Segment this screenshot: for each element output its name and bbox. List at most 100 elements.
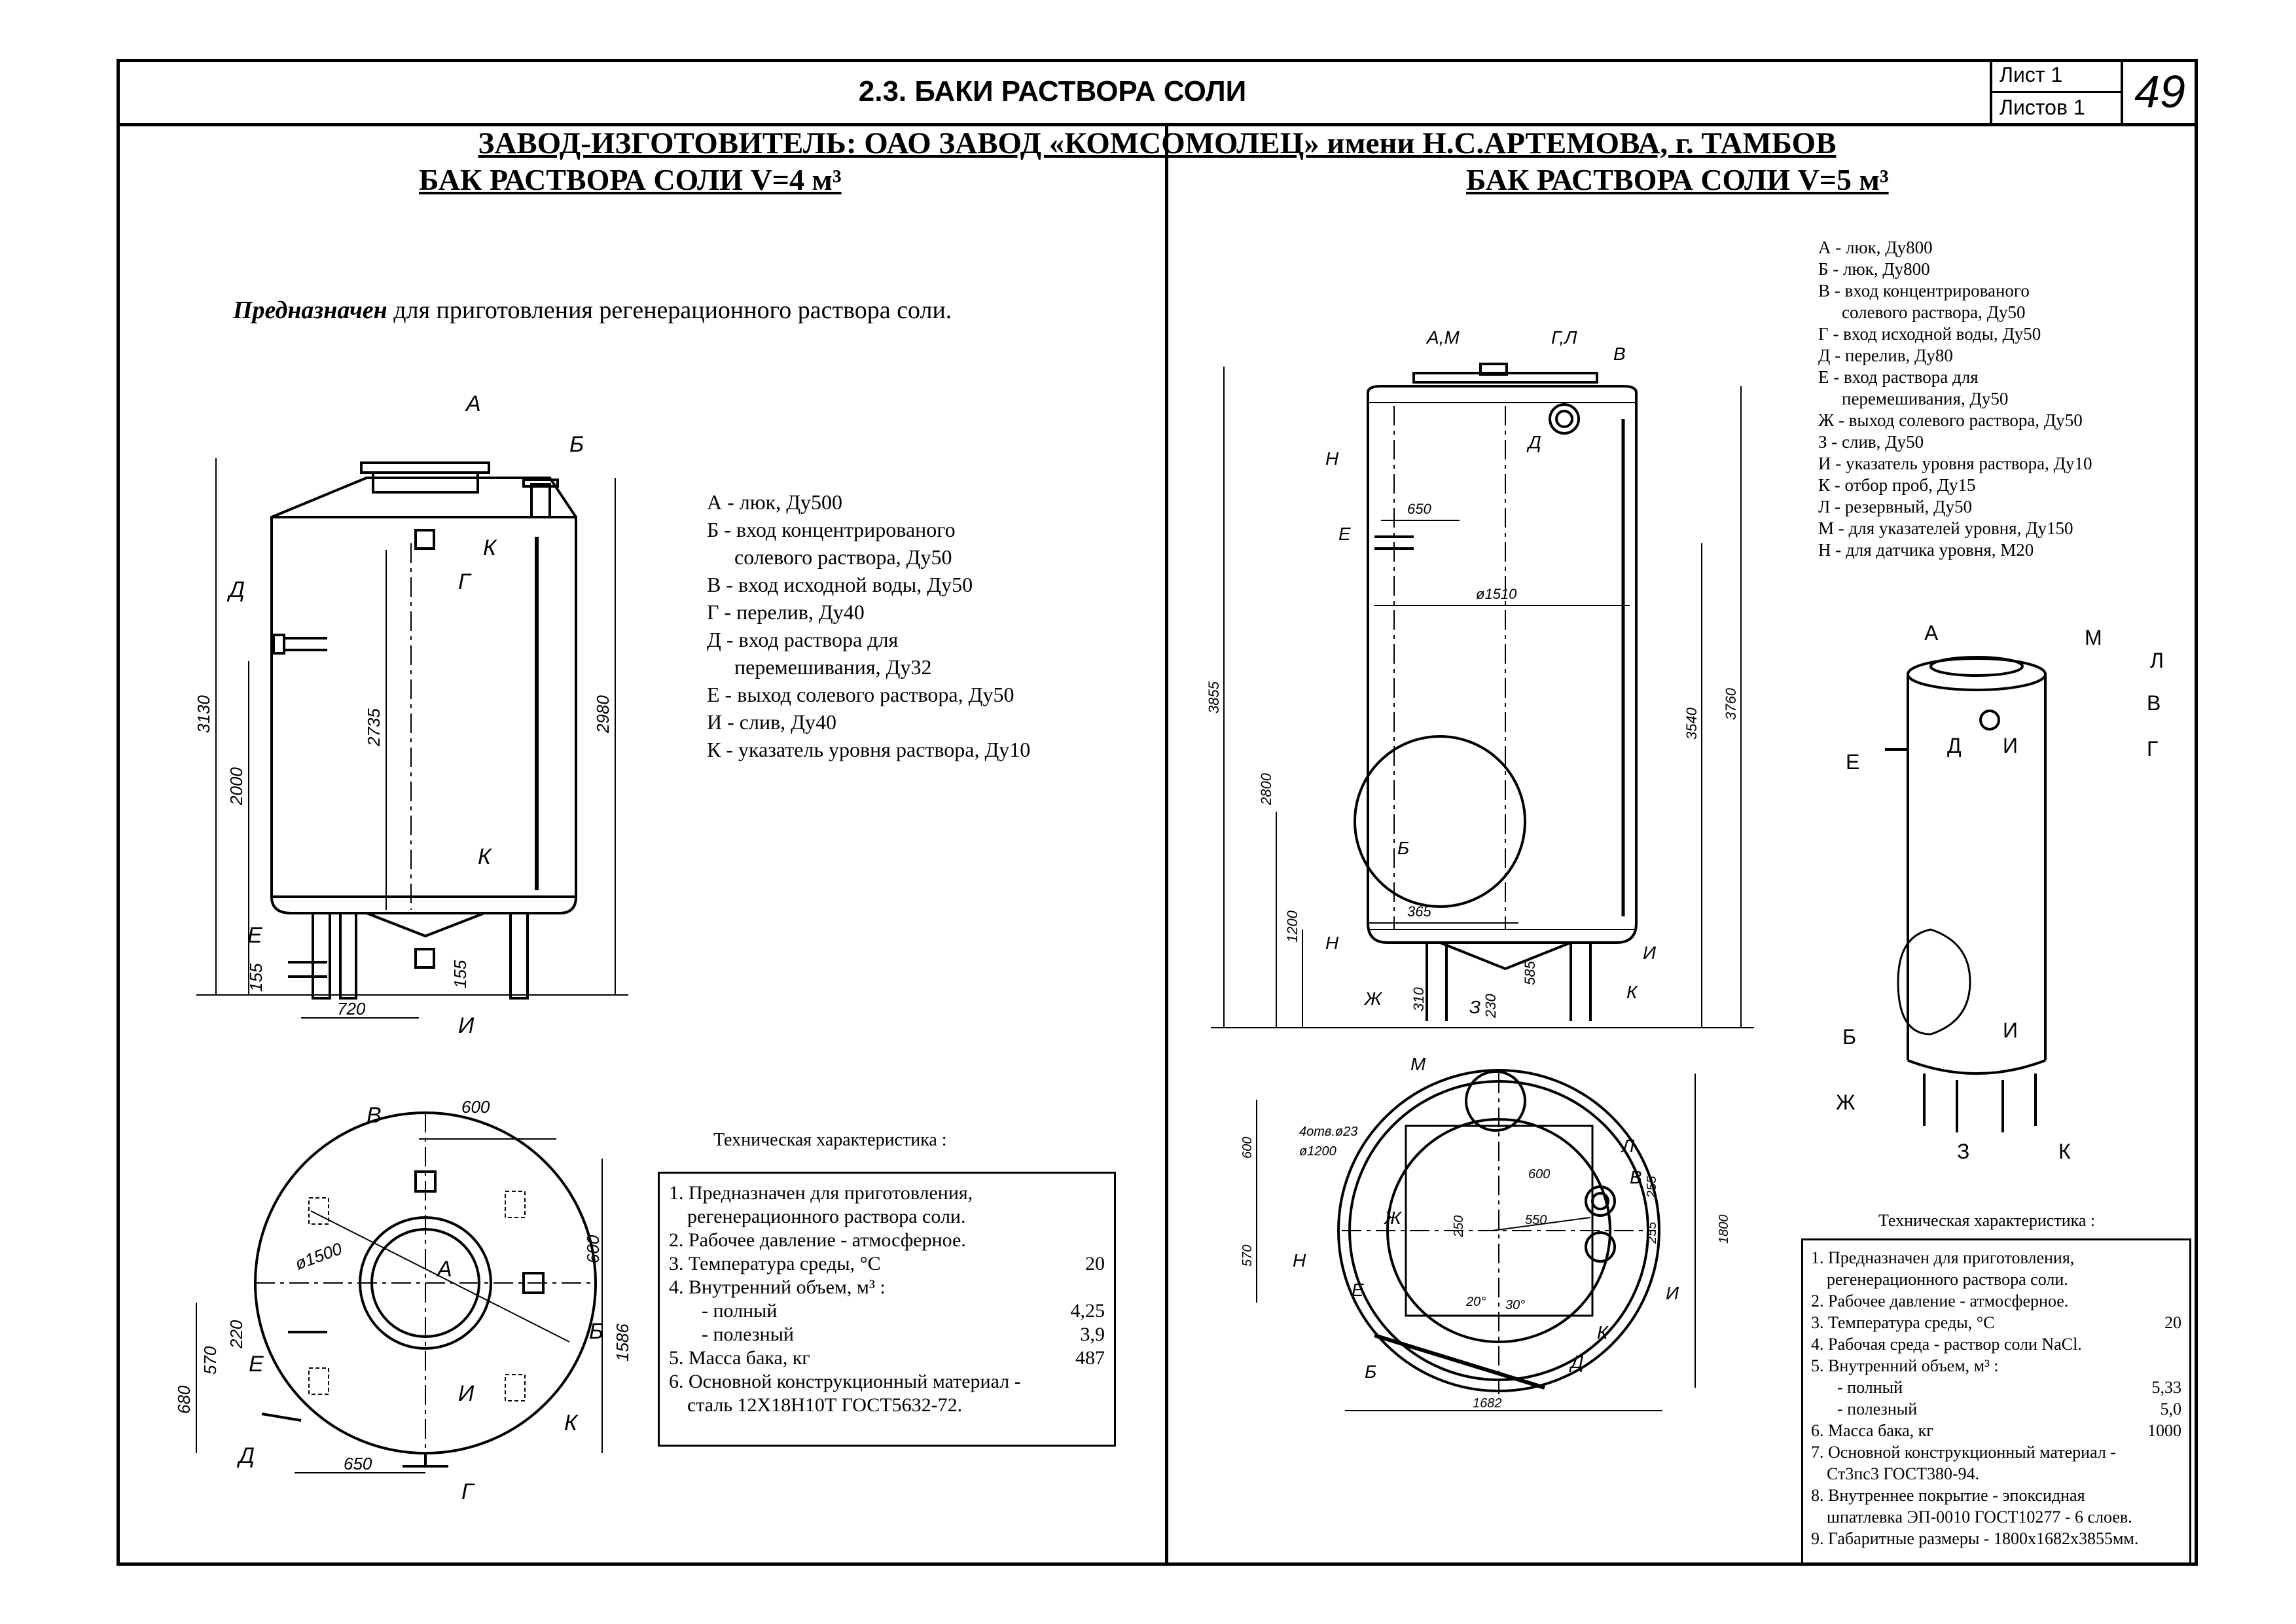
tech-row: 1. Предназначен для приготовления, — [1811, 1248, 2075, 1267]
legend-item: Д - перелив, Ду80 — [1818, 346, 1953, 365]
plan-label-K: К — [1597, 1322, 1609, 1343]
left-side-view — [196, 458, 628, 1019]
dim-650: 650 — [1407, 501, 1431, 517]
dim-720: 720 — [337, 999, 366, 1019]
dim-600h: 600 — [1528, 1167, 1550, 1182]
dim-585: 585 — [1522, 961, 1538, 985]
tech-row: 2. Рабочее давление - атмосферное. — [669, 1229, 966, 1251]
legend-item: Е - выход солевого раствора, Ду50 — [707, 683, 1014, 706]
label-K2: К — [478, 844, 492, 869]
iso-label-I2: И — [2003, 1019, 2018, 1042]
sheet-title: 2.3. БАКИ РАСТВОРА СОЛИ — [858, 75, 1247, 107]
tech-row: 4. Внутренний объем, м³ : — [669, 1276, 886, 1298]
legend-item: М - для указателей уровня, Ду150 — [1818, 518, 2073, 538]
label-GL: Г,Л — [1551, 327, 1577, 348]
legend-item: Б - люк, Ду800 — [1818, 259, 1930, 279]
page-number: 49 — [2134, 66, 2185, 117]
right-iso-view — [1885, 656, 2047, 1132]
iso-label-G: Г — [2147, 737, 2158, 761]
legend-item: перемешивания, Ду50 — [1842, 389, 2009, 408]
dim-255b: 255 — [1645, 1221, 1659, 1244]
plan-label-M: М — [1410, 1054, 1426, 1074]
tech-row: сталь 12Х18Н10Т ГОСТ5632-72. — [687, 1394, 963, 1416]
left-plan-view — [196, 1111, 603, 1473]
iso-label-I: И — [2003, 734, 2018, 757]
iso-label-K: К — [2058, 1140, 2071, 1163]
iso-label-Zh: Ж — [1836, 1091, 1856, 1114]
dim-d1510: ø1510 — [1476, 586, 1517, 602]
label-E: Е — [1338, 524, 1351, 544]
legend-item: Б - вход концентрированого — [707, 518, 956, 541]
right-plan-view — [1256, 1069, 1696, 1411]
dim-600v: 600 — [1240, 1137, 1255, 1159]
center-divider — [1165, 123, 1168, 1566]
tech-row: Ст3пс3 ГОСТ380-94. — [1827, 1464, 1980, 1483]
sheets-label: Листов 1 — [2000, 96, 2085, 119]
dim-155a: 155 — [246, 963, 266, 992]
legend-item: Ж - выход солевого раствора, Ду50 — [1818, 410, 2083, 430]
plan-label-G: Г — [461, 1479, 475, 1504]
left-drawing-labels: А Б Д Г К К Е И 3130 2000 2735 2980 155 … — [174, 391, 632, 1504]
legend-item: В - вход исходной воды, Ду50 — [707, 573, 973, 596]
iso-label-A: А — [1924, 621, 1939, 645]
dim-4holes: 4отв.ø23 — [1299, 1125, 1357, 1139]
plan-label-D: Д — [1569, 1352, 1584, 1372]
dim-600a: 600 — [461, 1097, 490, 1117]
legend-item: И - слив, Ду40 — [707, 710, 836, 734]
label-K: К — [1626, 982, 1638, 1002]
sheet-box-separator — [1990, 91, 2121, 93]
plan-label-N: Н — [1293, 1250, 1306, 1271]
label-V: В — [1613, 344, 1626, 364]
legend-item: солевого раствора, Ду50 — [734, 545, 952, 569]
label-N2: Н — [1325, 933, 1339, 953]
right-legend: А - люк, Ду800 Б - люк, Ду800 В - вход к… — [1818, 237, 2092, 561]
dim-3760: 3760 — [1723, 687, 1739, 720]
plan-label-B: Б — [1365, 1362, 1376, 1382]
legend-item: солевого раствора, Ду50 — [1842, 302, 2026, 322]
legend-item: В - вход концентрированого — [1818, 281, 2030, 300]
plan-label-V: В — [1630, 1167, 1642, 1187]
left-tech-box: 1. Предназначен для приготовления, реген… — [658, 1172, 1116, 1447]
legend-item: Е - вход раствора для — [1818, 367, 1979, 387]
tech-row: 2. Рабочее давление - атмосферное. — [1811, 1291, 2069, 1310]
legend-item: Н - для датчика уровня, М20 — [1818, 540, 2034, 560]
drawing-frame — [117, 59, 2198, 1566]
dim-2980: 2980 — [593, 695, 613, 734]
dim-2800: 2800 — [1258, 772, 1274, 806]
dim-3130: 3130 — [194, 695, 213, 733]
right-side-view — [1211, 363, 1754, 1028]
dim-155b: 155 — [450, 960, 470, 988]
dim-600b: 600 — [583, 1235, 603, 1263]
plan-label-E: Е — [1352, 1280, 1364, 1300]
plan-label-L: Л — [1621, 1136, 1635, 1156]
dim-30deg: 30° — [1505, 1298, 1525, 1312]
plan-label-B: Б — [589, 1319, 603, 1344]
plan-label-K: К — [564, 1411, 579, 1435]
plan-label-E: Е — [249, 1352, 264, 1377]
left-legend: А - люк, Ду500 Б - вход концентрированог… — [707, 488, 1030, 763]
right-drawing-labels: А,М Г,Л В Д Н Е Б Н И Ж З К 650 ø1510 38… — [1206, 327, 2164, 1411]
right-tech-title: Техническая характеристика : — [1878, 1211, 2096, 1230]
dim-550: 550 — [1525, 1213, 1547, 1227]
legend-item: К - указатель уровня раствора, Ду10 — [707, 738, 1031, 761]
label-AM: А,М — [1426, 327, 1460, 348]
iso-label-B: Б — [1842, 1025, 1856, 1049]
label-K1: К — [483, 535, 497, 560]
legend-item: Д - вход раствора для — [707, 628, 899, 651]
dim-255a: 255 — [1645, 1176, 1659, 1199]
tech-row: 5. Внутренний объем, м³ : — [1811, 1356, 1999, 1375]
dim-310: 310 — [1410, 987, 1427, 1011]
iso-label-D: Д — [1947, 734, 1962, 757]
dim-1800: 1800 — [1717, 1215, 1731, 1244]
dim-650: 650 — [344, 1454, 372, 1473]
tech-row: 4. Рабочая среда - раствор соли NaCl. — [1811, 1335, 2082, 1354]
iso-label-E: Е — [1846, 750, 1859, 774]
left-tech-title: Техническая характеристика : — [713, 1130, 947, 1150]
plan-label-D: Д — [236, 1443, 255, 1468]
tech-row: 9. Габаритные размеры - 1800х1682х3855мм… — [1811, 1529, 2139, 1548]
